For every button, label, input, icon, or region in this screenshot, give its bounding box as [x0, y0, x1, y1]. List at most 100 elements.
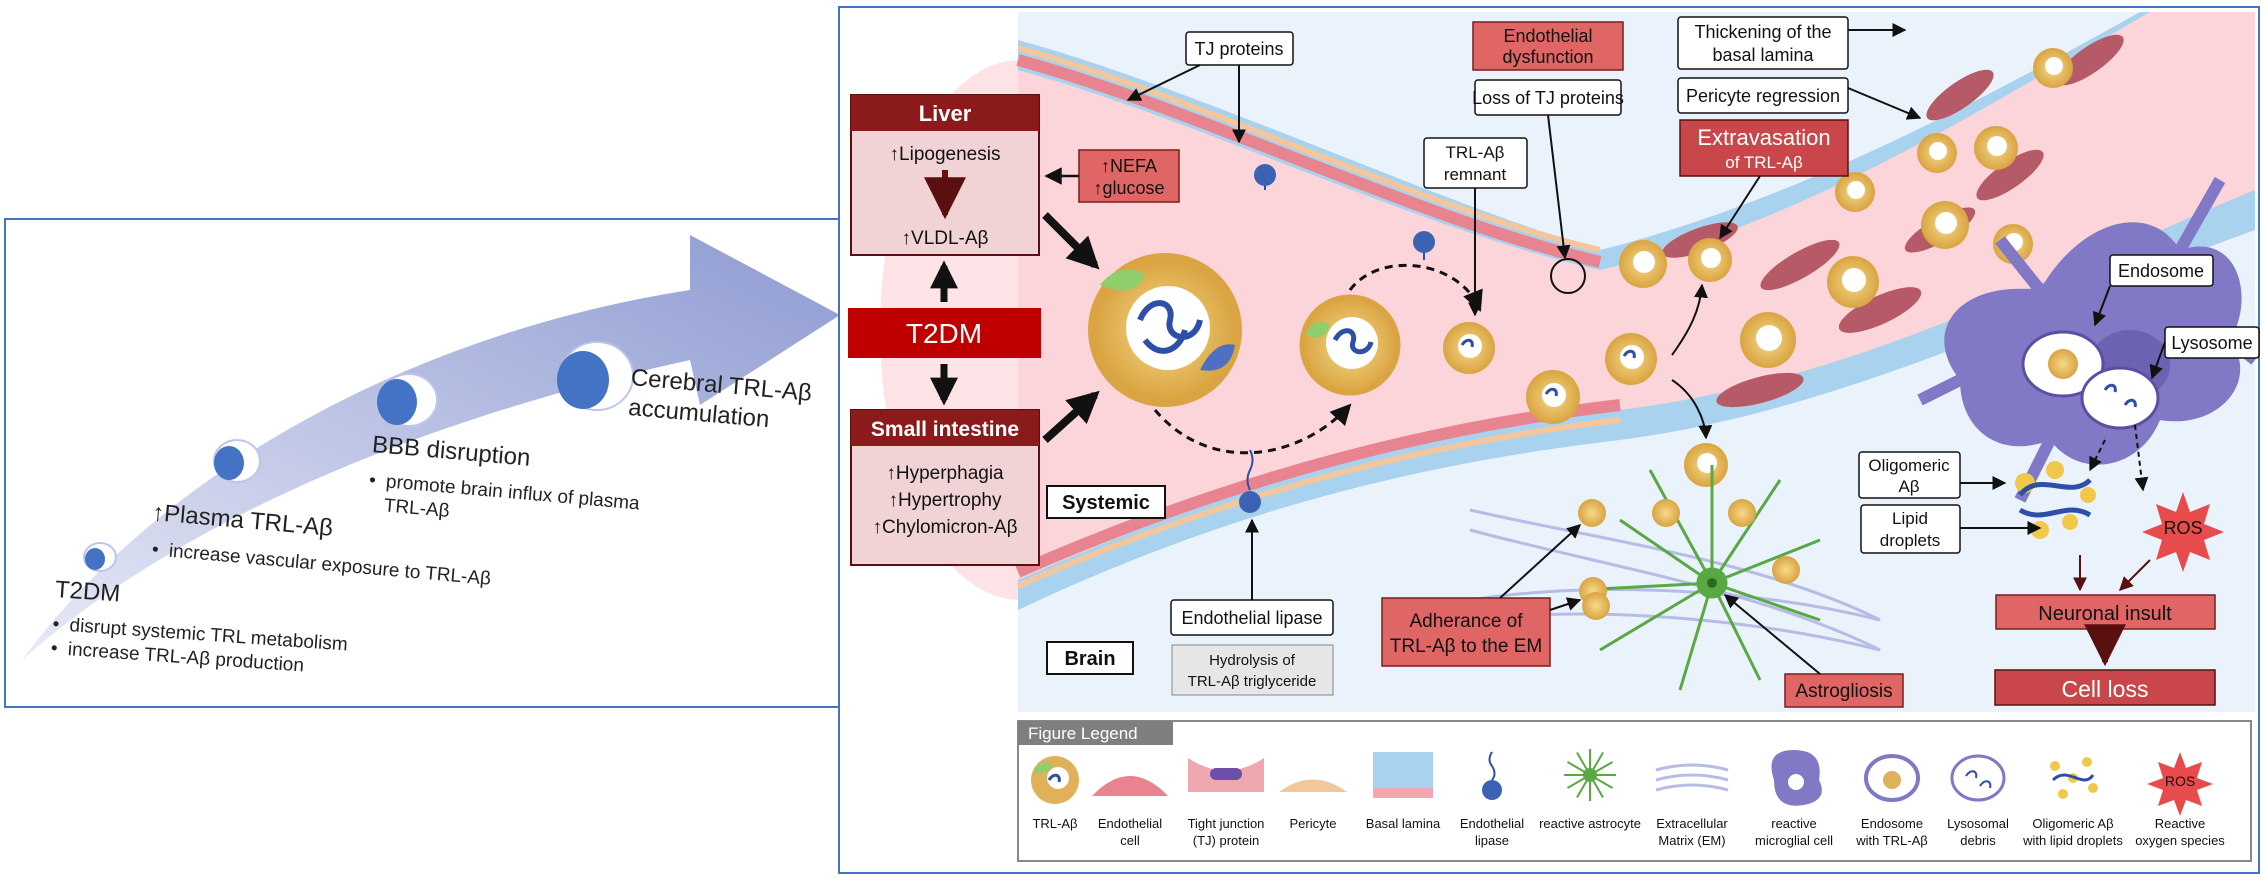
legend-item-label: reactive [1771, 816, 1817, 831]
progression-arrow [22, 235, 840, 660]
legend-item-label: microglial cell [1755, 833, 1833, 848]
disk-icon-1 [83, 542, 117, 572]
extravasation-line2: of TRL-Aβ [1725, 153, 1803, 172]
legend-item-label: with TRL-Aβ [1855, 833, 1928, 848]
lysosome-label: Lysosome [2171, 333, 2252, 353]
systemic-label: Systemic [1062, 492, 1150, 514]
microglial-cell-icon [1771, 750, 1822, 806]
dashed-arrow-lower [1153, 403, 1352, 455]
endothelial-lipase-icon [1482, 751, 1502, 800]
glucose-label: ↑glucose [1093, 178, 1164, 198]
t2dm-label: T2DM [906, 318, 982, 349]
tj-proteins-label-box: TJ proteins [1126, 31, 1294, 144]
endosome-label: Endosome [2118, 261, 2204, 281]
pericyte-regression-box: Pericyte regression [1677, 77, 1922, 120]
brain-label: Brain [1064, 648, 1115, 670]
endothelial-lipase-markers [1239, 164, 1435, 513]
legend-item: Endothelial cell [1092, 776, 1168, 848]
oligomeric-box: Oligomeric Aβ [1858, 451, 2007, 499]
liver-lipogenesis: ↑Lipogenesis [890, 144, 1001, 165]
legend-item-label: (TJ) protein [1193, 833, 1259, 848]
si-to-trl-arrow [1042, 390, 1100, 443]
neuronal-insult-box: Neuronal insult [1995, 594, 2216, 630]
small-intestine-title: Small intestine [871, 418, 1019, 441]
ros-dashed-arrow [2134, 424, 2149, 492]
legend-item: reactive microglial cell [1755, 750, 1833, 848]
systemic-tag: Systemic [1046, 485, 1166, 519]
lysosomal-debris-icon [1950, 754, 2006, 802]
trl-abeta-small-particles [1443, 48, 2073, 487]
adherance-box: Adherance of TRL-Aβ to the EM [1381, 524, 1582, 667]
legend-item-label: Matrix (EM) [1658, 833, 1725, 848]
legend-item-label: with lipid droplets [2022, 833, 2123, 848]
legend-item: ROS Reactive oxygen species [2135, 752, 2225, 848]
lysosome-dashed-arrow [2089, 439, 2106, 472]
lipid-droplets-line1: Lipid [1892, 509, 1928, 528]
stage-1-title: T2DM [54, 576, 121, 607]
svg-text:•: • [151, 539, 159, 561]
trl-abeta-medium [1299, 294, 1401, 396]
legend-item-label: Endothelial [1098, 816, 1162, 831]
loss-tj-label: Loss of TJ proteins [1472, 88, 1624, 108]
legend-item: TRL-Aβ [1031, 756, 1079, 831]
adherance-line2: TRL-Aβ to the EM [1390, 636, 1542, 657]
si-hypertrophy: ↑Hypertrophy [889, 490, 1002, 511]
legend-item-label: oxygen species [2135, 833, 2225, 848]
si-hyperphagia: ↑Hyperphagia [886, 463, 1004, 484]
endosome-box: Endosome [2092, 254, 2214, 327]
ros-icon: ROS [2142, 492, 2224, 572]
hydrolysis-box: Hydrolysis of TRL-Aβ triglyceride [1171, 644, 1334, 696]
endothelial-lipase-box: Endothelial lipase [1170, 518, 1334, 636]
extracellular-matrix-icon [1655, 763, 1729, 792]
legend-item: Basal lamina [1366, 752, 1441, 831]
adherance-line1: Adherance of [1409, 611, 1523, 632]
disk-icon-2 [213, 439, 261, 483]
svg-text:•: • [368, 470, 376, 492]
astrocyte [1579, 465, 1821, 691]
legend-item-label: Lysosomal [1947, 816, 2009, 831]
legend-item-label: reactive astrocyte [1539, 816, 1641, 831]
right-panel: Liver ↑Lipogenesis ↑VLDL-Aβ ↑NEFA ↑gluco… [838, 6, 2260, 874]
liver-vldl: ↑VLDL-Aβ [902, 228, 989, 249]
ros-icon: ROS [2147, 752, 2213, 816]
nefa-label: ↑NEFA [1101, 156, 1157, 176]
pericyte-regression-label: Pericyte regression [1686, 86, 1840, 106]
oligomeric-line2: Aβ [1898, 477, 1919, 496]
legend-title: Figure Legend [1028, 724, 1138, 743]
endothelial-dysfunction-line1: Endothelial [1503, 26, 1592, 46]
legend-item-label: cell [1120, 833, 1140, 848]
t2dm-box: T2DM [848, 260, 1041, 406]
oligomeric-abeta-cluster [2015, 461, 2096, 539]
hydrolysis-line2: TRL-Aβ triglyceride [1188, 673, 1317, 690]
liver-to-trl-arrow [1042, 212, 1100, 270]
legend-item-label: Endosome [1861, 816, 1923, 831]
oligomeric-line1: Oligomeric [1868, 456, 1950, 475]
legend-item: Endosome with TRL-Aβ [1855, 754, 1928, 848]
astrogliosis-label: Astrogliosis [1795, 681, 1892, 702]
ros-label: ROS [2163, 518, 2202, 538]
reactive-astrocyte-icon [1564, 749, 1616, 801]
extravasation-arrow-down [1671, 379, 1713, 440]
legend-item: reactive astrocyte [1539, 749, 1641, 831]
tj-proteins-label: TJ proteins [1194, 39, 1283, 59]
si-chylomicron: ↑Chylomicron-Aβ [872, 517, 1017, 538]
oligomeric-abeta-icon [2050, 757, 2098, 799]
svg-text:•: • [50, 638, 58, 659]
liver-title: Liver [919, 101, 972, 126]
small-intestine-box: Small intestine ↑Hyperphagia ↑Hypertroph… [850, 409, 1040, 566]
thickening-line1: Thickening of the [1694, 22, 1831, 42]
legend-item: Pericyte [1279, 779, 1347, 831]
legend-item-label: Reactive [2155, 816, 2206, 831]
trl-abeta-icon [1031, 756, 1079, 804]
lipid-droplets-box: Lipid droplets [1860, 504, 2042, 554]
cell-loss-box: Cell loss [1994, 669, 2216, 706]
legend-ros-text: ROS [2165, 773, 2195, 789]
dashed-arrow-upper [1348, 263, 1483, 312]
legend-item-label: TRL-Aβ [1032, 816, 1077, 831]
nefa-box: ↑NEFA ↑glucose [1044, 149, 1180, 203]
legend-item-label: lipase [1475, 833, 1509, 848]
